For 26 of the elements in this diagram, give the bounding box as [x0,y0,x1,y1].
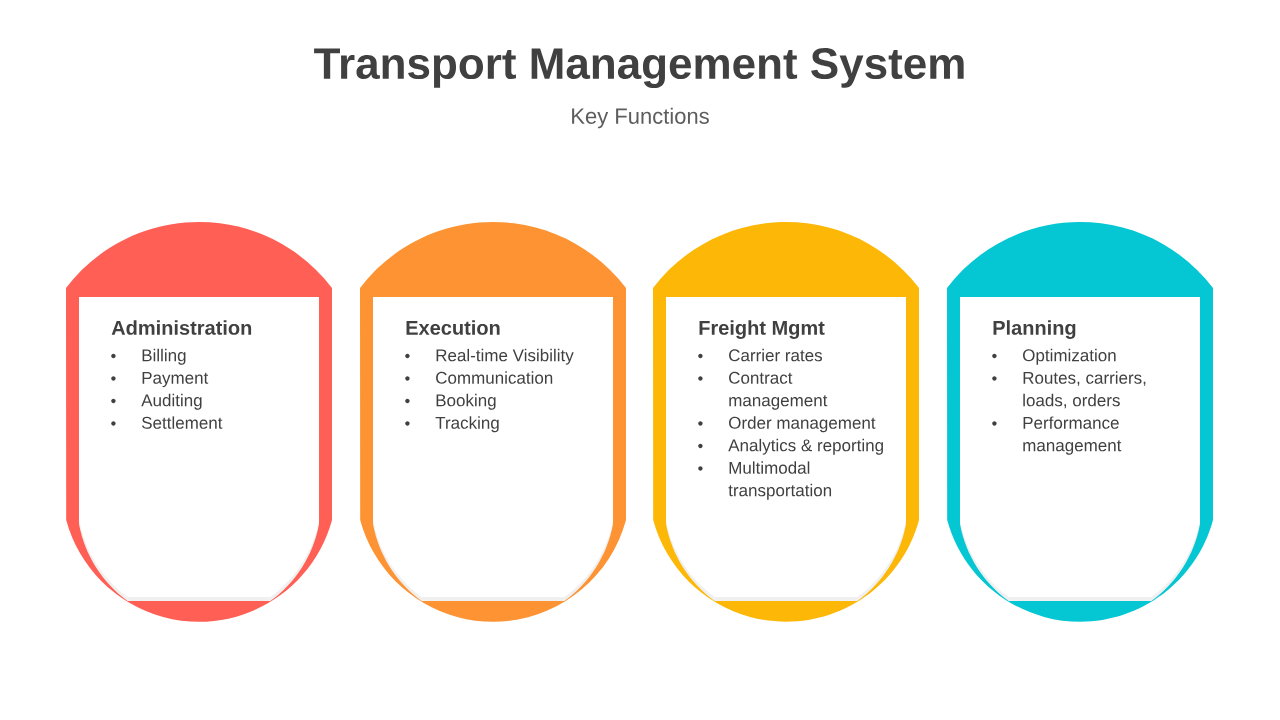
bullet-item: Carrier rates [698,348,823,362]
bullet-item: Billing [111,348,186,365]
bullet-item: Contract management [698,371,828,410]
bullet-item: Payment [111,372,209,388]
bullet-item: Settlement [111,416,223,429]
card-heading: Freight Mgmt [699,320,825,339]
bullet-item: Optimization [992,348,1116,365]
bullet-item: Communication [405,371,553,384]
title: Transport Management System [314,47,964,88]
bullet-item: Order management [698,416,876,433]
bullet-item: Analytics & reporting [698,438,883,455]
bullet-item: Multimodal transportation [698,461,832,500]
function-card [653,222,919,622]
card-heading: Execution [406,320,500,335]
bullet-item: Performance management [992,416,1122,455]
bullet-item: Routes, carriers, loads, orders [992,371,1146,409]
bullet-item: Booking [405,393,496,410]
card-heading: Planning [993,320,1076,339]
function-card [360,222,626,622]
bullet-item: Tracking [405,416,499,433]
function-card [66,222,332,622]
card-heading: Administration [111,320,252,335]
bullet-item: Real-time Visibility [405,348,574,365]
subtitle: Key Functions [572,107,709,129]
bullet-item: Auditing [111,393,202,410]
function-card [947,222,1213,622]
